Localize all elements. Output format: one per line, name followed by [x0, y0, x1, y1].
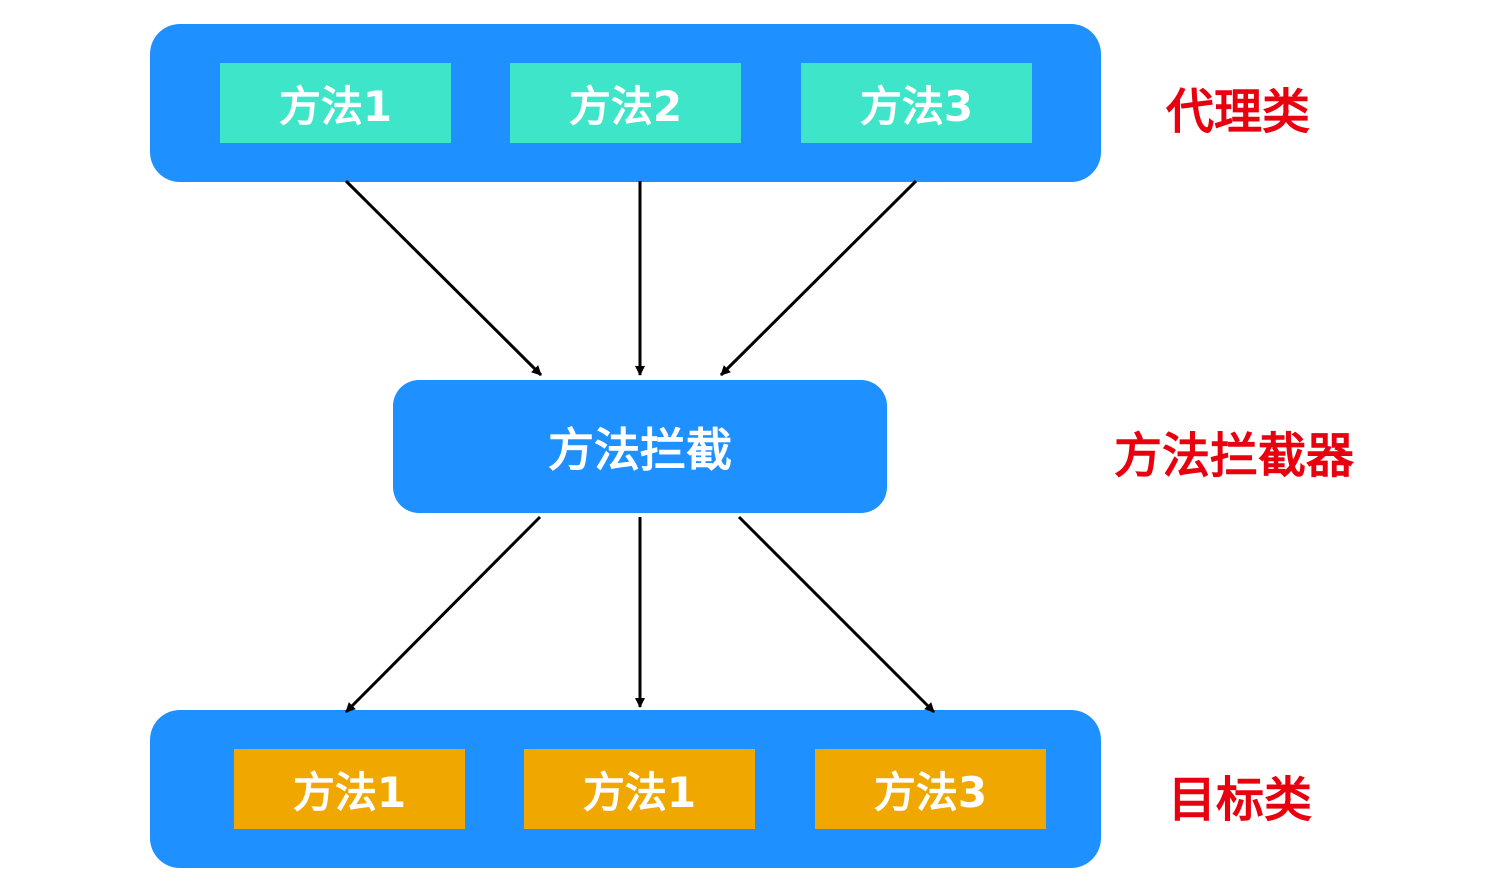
- target-method-1: 方法1: [234, 749, 465, 829]
- interceptor-label: 方法拦截器: [1114, 428, 1355, 484]
- proxy-class-label: 代理类: [1166, 84, 1311, 140]
- proxy-method-2: 方法2: [510, 63, 741, 143]
- method-interceptor-box: 方法拦截: [393, 380, 887, 513]
- target-method-3: 方法3: [815, 749, 1046, 829]
- proxy-method-3: 方法3: [801, 63, 1032, 143]
- target-method-2: 方法1: [524, 749, 755, 829]
- arrow-proxy-1-to-interceptor: [344, 179, 543, 377]
- arrow-interceptor-to-target-3: [737, 515, 936, 714]
- arrow-interceptor-to-target-1: [344, 515, 542, 714]
- proxy-method-1: 方法1: [220, 63, 451, 143]
- target-class-label: 目标类: [1168, 772, 1313, 828]
- arrow-proxy-3-to-interceptor: [719, 179, 918, 377]
